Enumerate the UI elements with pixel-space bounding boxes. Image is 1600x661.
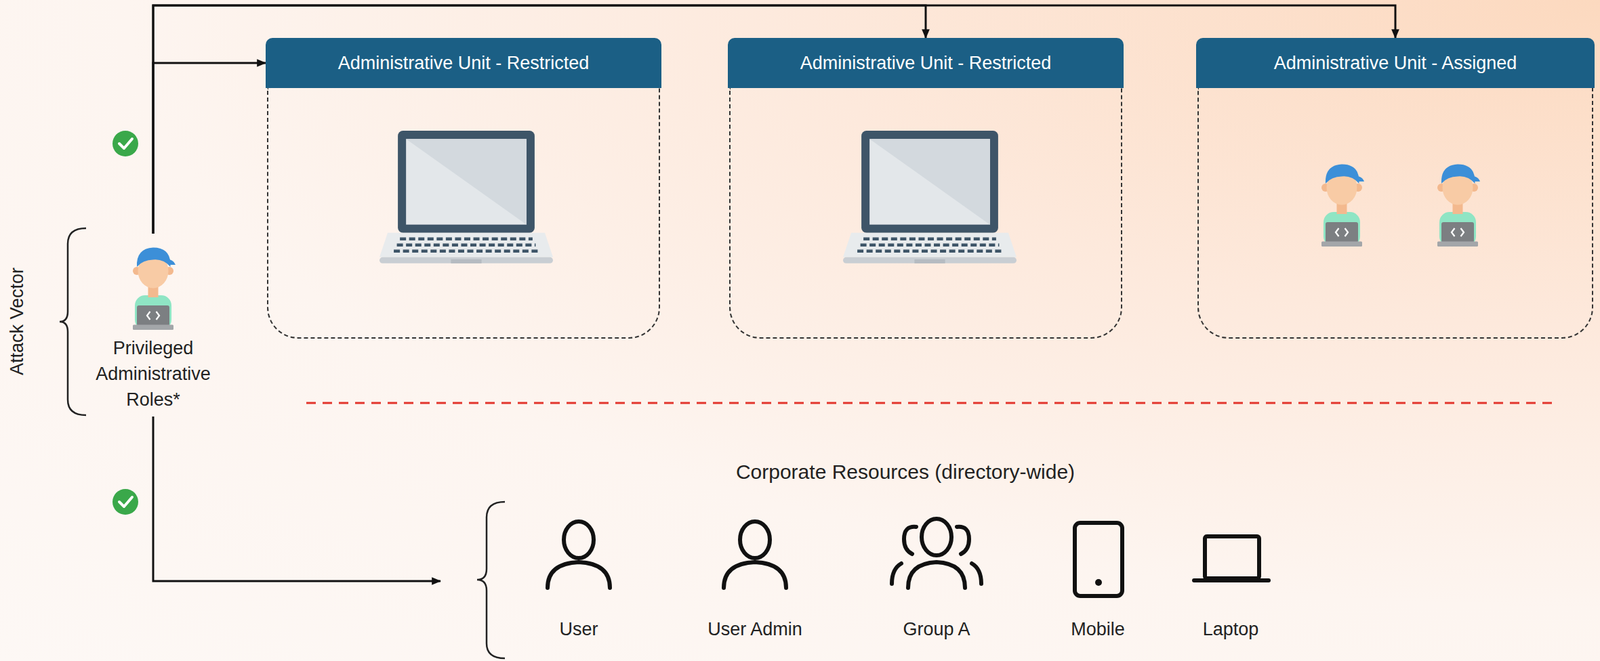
group-heading: Corporate Resources (directory-wide) bbox=[440, 458, 1371, 486]
dashed-outline bbox=[1197, 88, 1594, 339]
unit-header: Administrative Unit - Restricted bbox=[265, 37, 662, 89]
attack-arrow bbox=[153, 416, 441, 582]
person-picture bbox=[132, 248, 176, 331]
node-label: Mobile bbox=[1023, 618, 1173, 642]
resource-icons bbox=[547, 519, 1269, 597]
resource-item: Mobile bbox=[1023, 515, 1173, 642]
node-label: User bbox=[504, 618, 654, 642]
bracket bbox=[477, 502, 505, 659]
resource-item: Group A bbox=[862, 515, 1012, 642]
boundary-line bbox=[306, 402, 1552, 405]
laptop-picture bbox=[843, 130, 1017, 264]
phone-dot bbox=[1095, 579, 1102, 587]
check-mark bbox=[112, 130, 139, 157]
attack-arrow bbox=[153, 63, 266, 234]
admin-unit-box: Administrative Unit - Restricted bbox=[727, 37, 1124, 339]
unit-header: Administrative Unit - Restricted bbox=[727, 37, 1124, 89]
dashed-outline bbox=[267, 88, 661, 339]
unit-header: Administrative Unit - Assigned bbox=[1196, 37, 1595, 89]
person-picture bbox=[1437, 164, 1481, 248]
side-label: Attack Vector bbox=[7, 267, 29, 375]
node-label: Laptop bbox=[1156, 618, 1306, 642]
resource-group: Corporate Resources (directory-wide) User… bbox=[440, 454, 1371, 661]
laptop-picture bbox=[379, 130, 553, 264]
resource-item: User bbox=[504, 515, 654, 642]
check-mark bbox=[112, 489, 139, 516]
role-node: Privileged Administrative Roles* bbox=[85, 233, 221, 413]
node-label: Privileged Administrative Roles* bbox=[85, 335, 221, 413]
dashed-outline bbox=[729, 88, 1123, 339]
bracket bbox=[59, 228, 87, 416]
node-label: User Admin bbox=[680, 618, 830, 642]
admin-unit-box: Administrative Unit - Assigned bbox=[1196, 37, 1595, 339]
node-label: Group A bbox=[862, 618, 1012, 642]
admin-unit-box: Administrative Unit - Restricted bbox=[265, 37, 662, 339]
resource-item: User Admin bbox=[680, 515, 830, 642]
person-picture bbox=[1321, 164, 1365, 248]
resource-item: Laptop bbox=[1156, 515, 1306, 642]
